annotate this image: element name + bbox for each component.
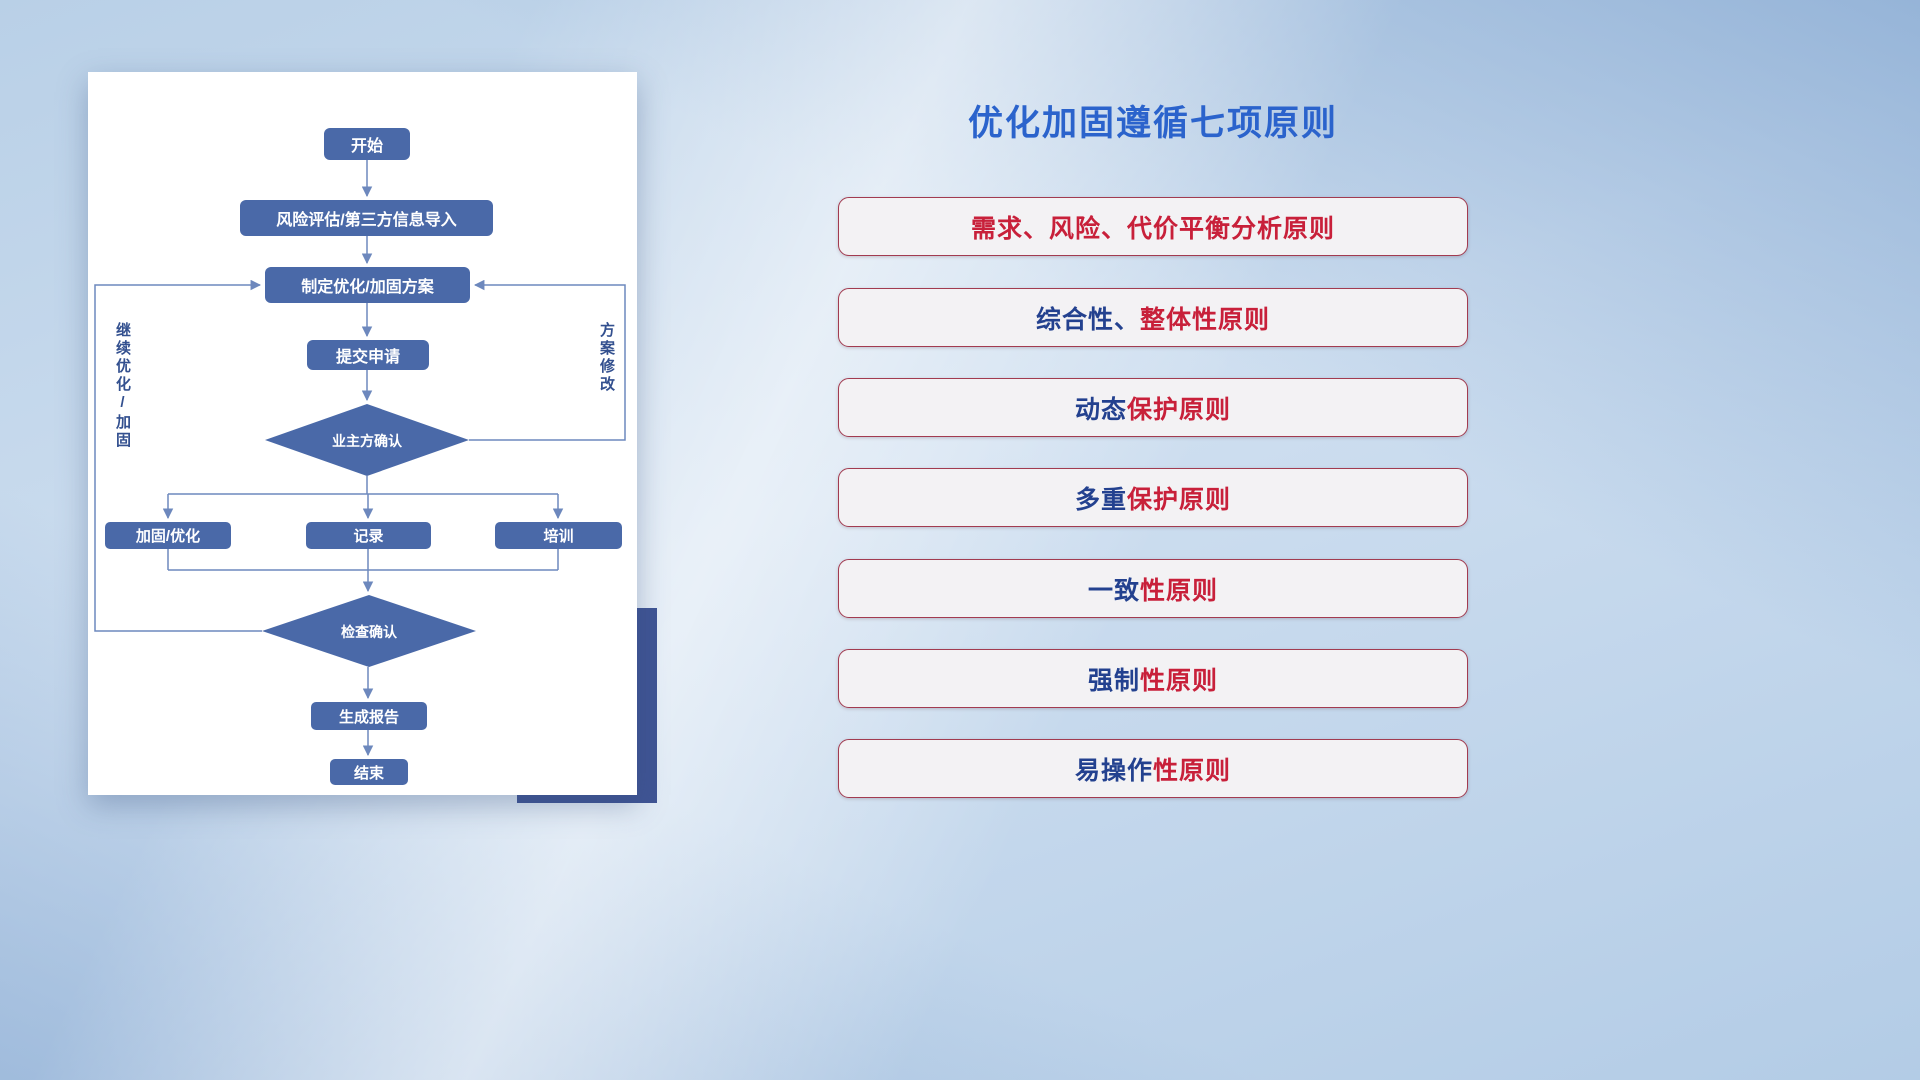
flow-node-record: 记录 [306,522,431,549]
principle-5-blue-text: 一致 [1087,576,1140,605]
flowchart-card: 开始 风险评估/第三方信息导入 制定优化/加固方案 提交申请 业主方确认 加固/… [88,72,637,795]
flow-node-start: 开始 [324,128,410,160]
flow-node-check-confirm-label: 检查确认 [341,624,397,640]
principle-4-red-text: 保护原则 [1127,485,1232,514]
principle-6-red-text: 性原则 [1140,666,1219,695]
edge-label-continue-loop: 继续优化/加固 [114,322,131,450]
flow-node-risk-import: 风险评估/第三方信息导入 [240,200,493,236]
flow-node-owner-confirm-label: 业主方确认 [332,433,402,449]
flow-node-end: 结束 [330,759,408,785]
flow-node-report: 生成报告 [311,702,427,730]
principle-item-7: 易操作性原则 [838,739,1468,798]
owner-confirm-diamond [265,404,469,476]
flow-node-training: 培训 [495,522,622,549]
principle-3-red-text: 保护原则 [1127,395,1232,424]
principle-5-red-text: 性原则 [1140,576,1219,605]
flowchart-connectors-svg [94,160,626,757]
decision-diamonds [262,404,476,667]
principle-7-blue-text: 易操作 [1074,756,1153,785]
principle-item-1: 需求、风险、代价平衡分析原则 [838,197,1468,256]
principle-4-blue-text: 多重 [1074,485,1127,514]
principle-item-6: 强制性原则 [838,649,1468,708]
flow-node-submit: 提交申请 [307,340,429,370]
principle-item-5: 一致性原则 [838,559,1468,618]
check-confirm-diamond [262,595,476,667]
panel-title: 优化加固遵循七项原则 [967,104,1338,143]
flow-connectors [94,160,626,757]
principle-1-red-text: 需求、风险、代价平衡分析原则 [970,214,1335,243]
principle-2-blue-text: 综合性、 [1035,305,1140,334]
edge-label-plan-modify: 方案修改 [598,322,615,394]
principle-item-2: 综合性、整体性原则 [838,288,1468,347]
principle-7-red-text: 性原则 [1153,756,1232,785]
principle-6-blue-text: 强制 [1087,666,1140,695]
principle-3-blue-text: 动态 [1074,395,1127,424]
flow-node-harden: 加固/优化 [105,522,231,549]
principle-item-4: 多重保护原则 [838,468,1468,527]
flow-node-make-plan: 制定优化/加固方案 [265,267,470,303]
principle-2-red-text: 整体性原则 [1140,305,1271,334]
principle-item-3: 动态保护原则 [838,378,1468,437]
